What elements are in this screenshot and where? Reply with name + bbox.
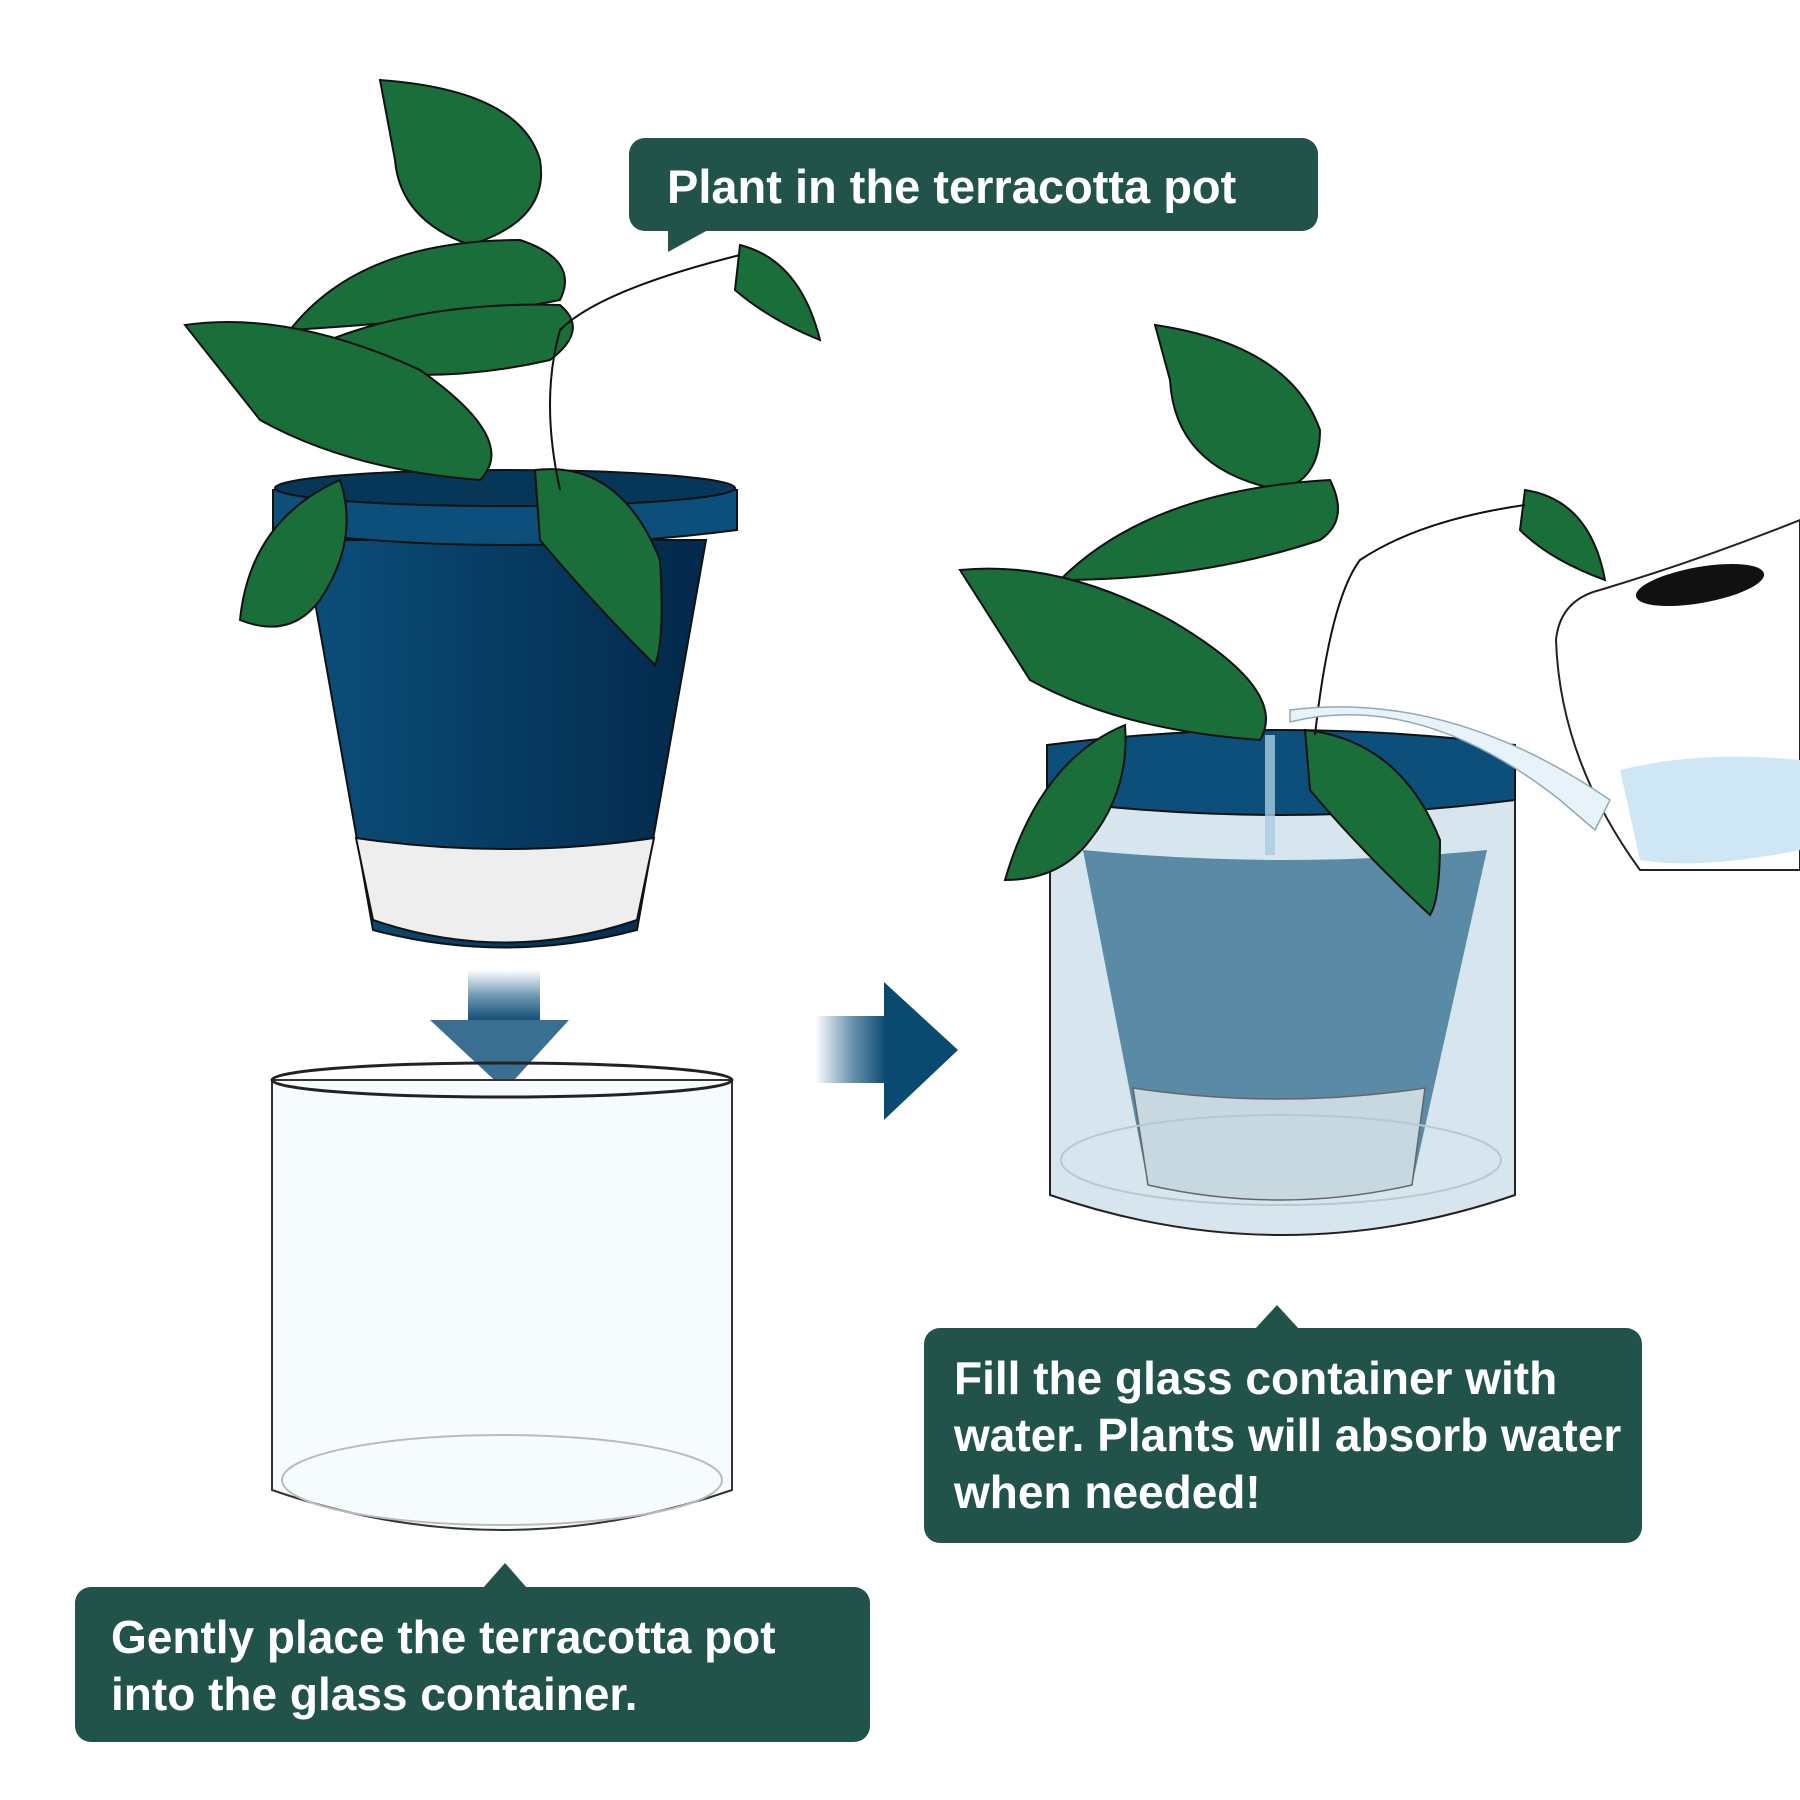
callout-tail	[1255, 1305, 1299, 1329]
step-3-text: Fill the glass container with water. Pla…	[954, 1352, 1622, 1518]
callout-tail	[483, 1563, 527, 1588]
watering-can-icon	[1289, 518, 1800, 871]
callout-step-1: Plant in the terracotta pot	[629, 138, 1318, 231]
callout-step-2: Gently place the terracotta pot into the…	[75, 1587, 870, 1742]
step-1-text: Plant in the terracotta pot	[667, 160, 1237, 213]
plant-leaves-2	[958, 323, 1607, 917]
plant-leaves-1	[183, 78, 822, 667]
right-arrow-icon	[815, 982, 958, 1120]
callout-step-3: Fill the glass container with water. Pla…	[924, 1328, 1642, 1543]
glass-container-with-water	[1046, 729, 1516, 1236]
glass-container	[270, 1061, 734, 1531]
callout-tail	[668, 230, 708, 252]
terracotta-pot-with-plant	[272, 469, 738, 949]
down-arrow-icon	[430, 970, 569, 1090]
step-2-text: Gently place the terracotta pot into the…	[111, 1611, 776, 1720]
